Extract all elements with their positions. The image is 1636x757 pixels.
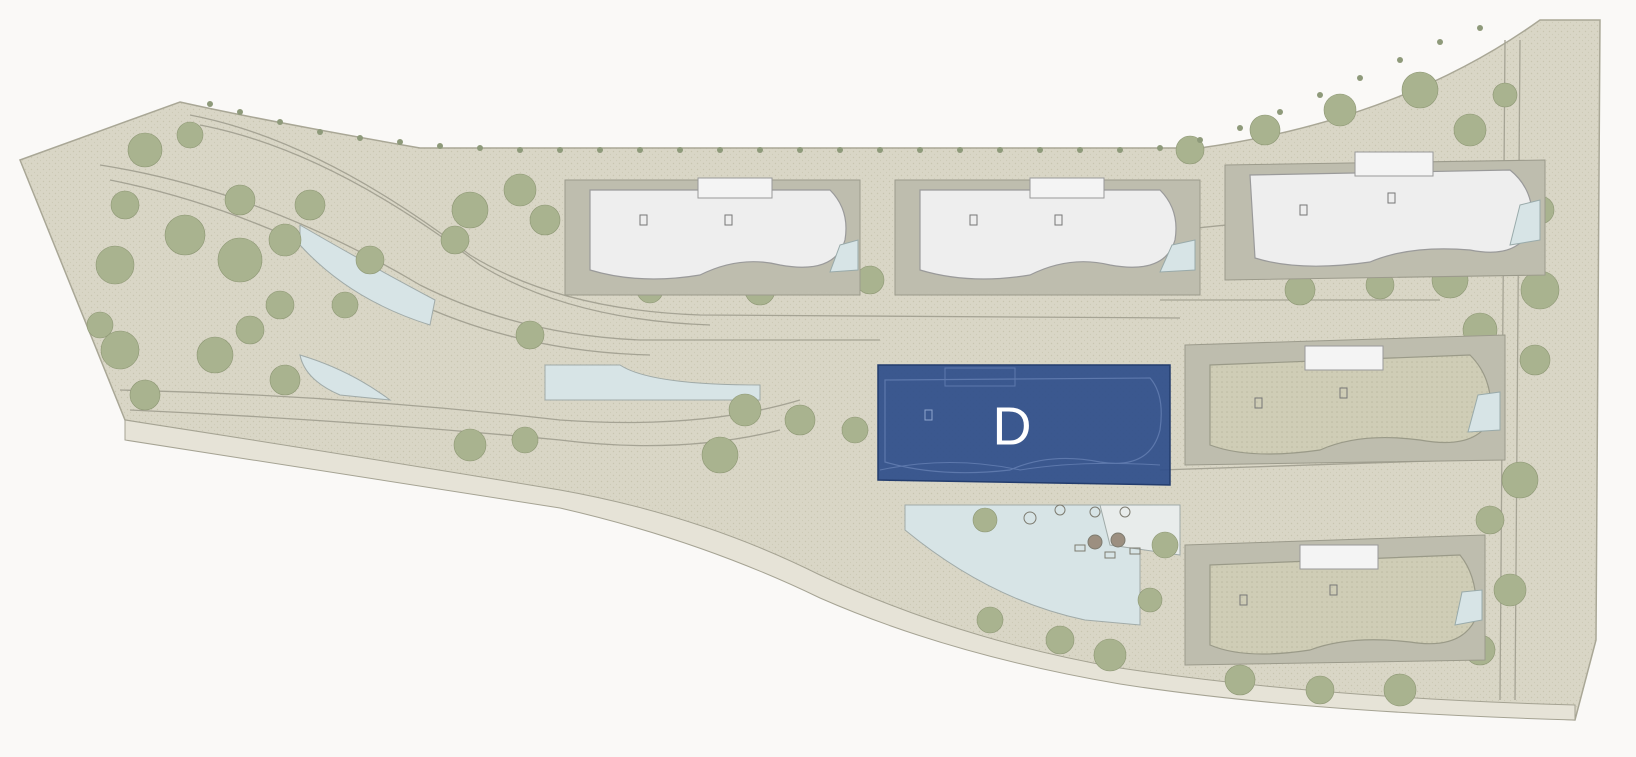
building-bottom-right-skylight-2 (1329, 584, 1338, 596)
building-top-right-pool (1509, 199, 1541, 246)
building-top-middle[interactable] (894, 177, 1201, 296)
building-top-left-skylight-2 (724, 214, 733, 226)
building-bottom-right-roof-box (1299, 544, 1379, 570)
building-top-left-roof-box (697, 177, 773, 199)
building-top-right-skylight-2 (1387, 192, 1396, 204)
building-top-middle-skylight-1 (969, 214, 978, 226)
building-bottom-right[interactable] (1184, 534, 1486, 666)
building-top-middle-pool (1159, 239, 1196, 273)
building-bottom-right-skylight-1 (1239, 594, 1248, 606)
block-d-roof-outline (884, 377, 1162, 474)
building-top-left-skylight-1 (639, 214, 648, 226)
building-top-left-pool (829, 239, 859, 273)
building-top-right-roof (1249, 169, 1533, 267)
block-d-label: D (993, 396, 1032, 456)
building-top-left[interactable] (564, 177, 861, 296)
road-band (124, 419, 1576, 721)
main-pool (904, 504, 1141, 626)
building-bottom-right-roof (1209, 554, 1477, 655)
building-middle-right[interactable] (1184, 334, 1506, 466)
building-middle-right-pool (1467, 391, 1501, 433)
building-top-left-roof (589, 189, 847, 280)
water-channel-2 (299, 354, 392, 401)
block-d-roof-box (944, 367, 1016, 387)
building-middle-right-skylight-1 (1254, 397, 1263, 409)
block-d-highlight[interactable]: D (877, 364, 1171, 486)
building-middle-right-roof-box (1304, 345, 1384, 371)
building-top-middle-skylight-2 (1054, 214, 1063, 226)
building-top-middle-roof-box (1029, 177, 1105, 199)
lounge-furniture (1023, 504, 1141, 559)
building-bottom-right-pool (1454, 589, 1483, 626)
building-middle-right-skylight-2 (1339, 387, 1348, 399)
block-d-skylight (924, 409, 933, 421)
building-top-middle-roof (919, 189, 1177, 280)
pond-1 (544, 364, 761, 401)
building-top-right[interactable] (1224, 151, 1546, 281)
block-d-wave-lines (879, 462, 1161, 471)
block-d-shape (877, 364, 1171, 486)
building-top-right-roof-box (1354, 151, 1434, 177)
building-top-right-skylight-1 (1299, 204, 1308, 216)
tree-row (207, 25, 1483, 153)
water-channel-1 (299, 224, 436, 326)
